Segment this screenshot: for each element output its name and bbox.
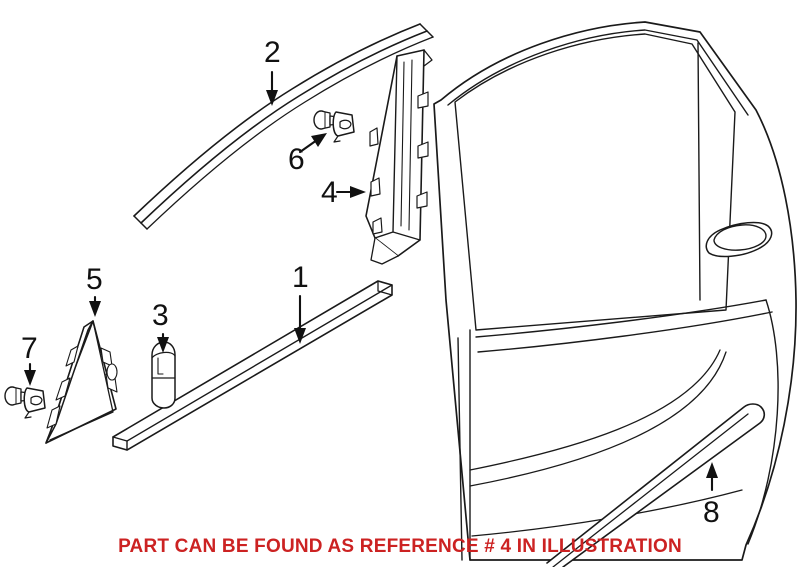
- part-8-body-side-molding: [546, 403, 766, 567]
- callout-label-3: 3: [152, 299, 169, 332]
- part-7-bolt-clip: [4, 386, 46, 419]
- part-4-window-channel: [365, 49, 433, 265]
- callout-arrow-4: [335, 186, 366, 198]
- callout-label-8: 8: [703, 496, 720, 529]
- part-6-bolt-clip: [313, 110, 355, 143]
- callout-arrow-2: [266, 70, 278, 106]
- door-handle: [705, 221, 773, 258]
- rear-door-outline: [433, 21, 797, 561]
- callout-label-4: 4: [321, 176, 338, 209]
- callout-label-2: 2: [264, 36, 281, 69]
- part-1-belt-molding: [112, 280, 393, 451]
- callout-arrow-3: [157, 332, 169, 353]
- part-3-retainer-clip: [151, 341, 176, 409]
- reference-note: PART CAN BE FOUND AS REFERENCE # 4 IN IL…: [118, 536, 682, 557]
- callout-label-1: 1: [292, 261, 309, 294]
- callout-arrow-7: [24, 362, 36, 386]
- part-2-upper-frame-molding: [133, 23, 434, 230]
- part-5-corner-bracket: [45, 320, 118, 444]
- callout-arrow-8: [706, 462, 718, 492]
- callout-arrow-6: [298, 133, 327, 154]
- callout-label-5: 5: [86, 263, 103, 296]
- callout-label-6: 6: [288, 143, 305, 176]
- callout-arrow-5: [89, 295, 101, 317]
- callout-label-7: 7: [21, 332, 38, 365]
- callout-arrow-1: [294, 294, 306, 344]
